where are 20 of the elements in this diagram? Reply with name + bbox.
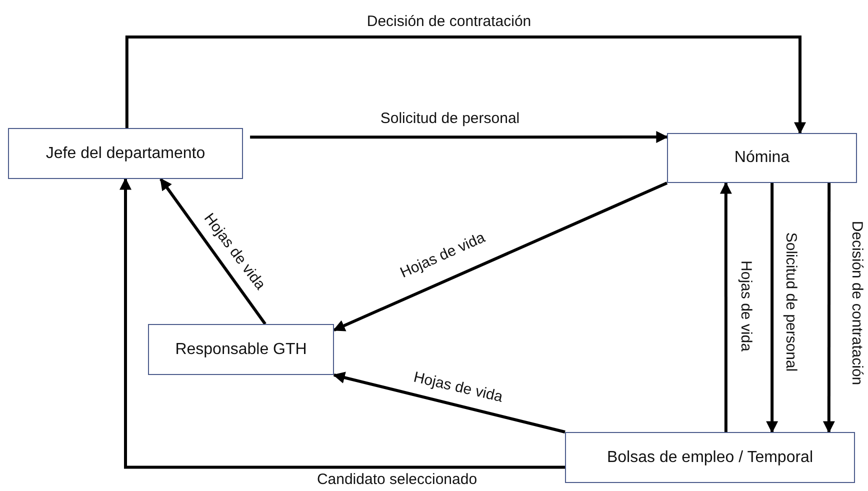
- node-label: Nómina: [734, 149, 790, 167]
- arrow: [822, 183, 835, 434]
- process-box: [148, 324, 334, 375]
- arrow: [332, 372, 566, 434]
- arrow: [160, 178, 266, 325]
- arrow: [120, 178, 565, 469]
- process-box: [565, 432, 855, 483]
- arrow: [720, 182, 732, 432]
- arrow: [125, 36, 806, 134]
- arrow: [250, 131, 668, 143]
- process-box: [667, 133, 857, 183]
- edge-label: Solicitud de personal: [379, 110, 521, 128]
- process-box: [8, 128, 243, 179]
- arrow: [332, 182, 668, 332]
- edge-label: Hojas de vida: [736, 260, 754, 352]
- arrow: [766, 183, 778, 434]
- node-label: Responsable GTH: [175, 340, 307, 358]
- node-label: Jefe del departamento: [46, 144, 206, 162]
- edge-label: Solicitud de personal: [782, 231, 798, 373]
- node-label: Bolsas de empleo / Temporal: [606, 448, 814, 466]
